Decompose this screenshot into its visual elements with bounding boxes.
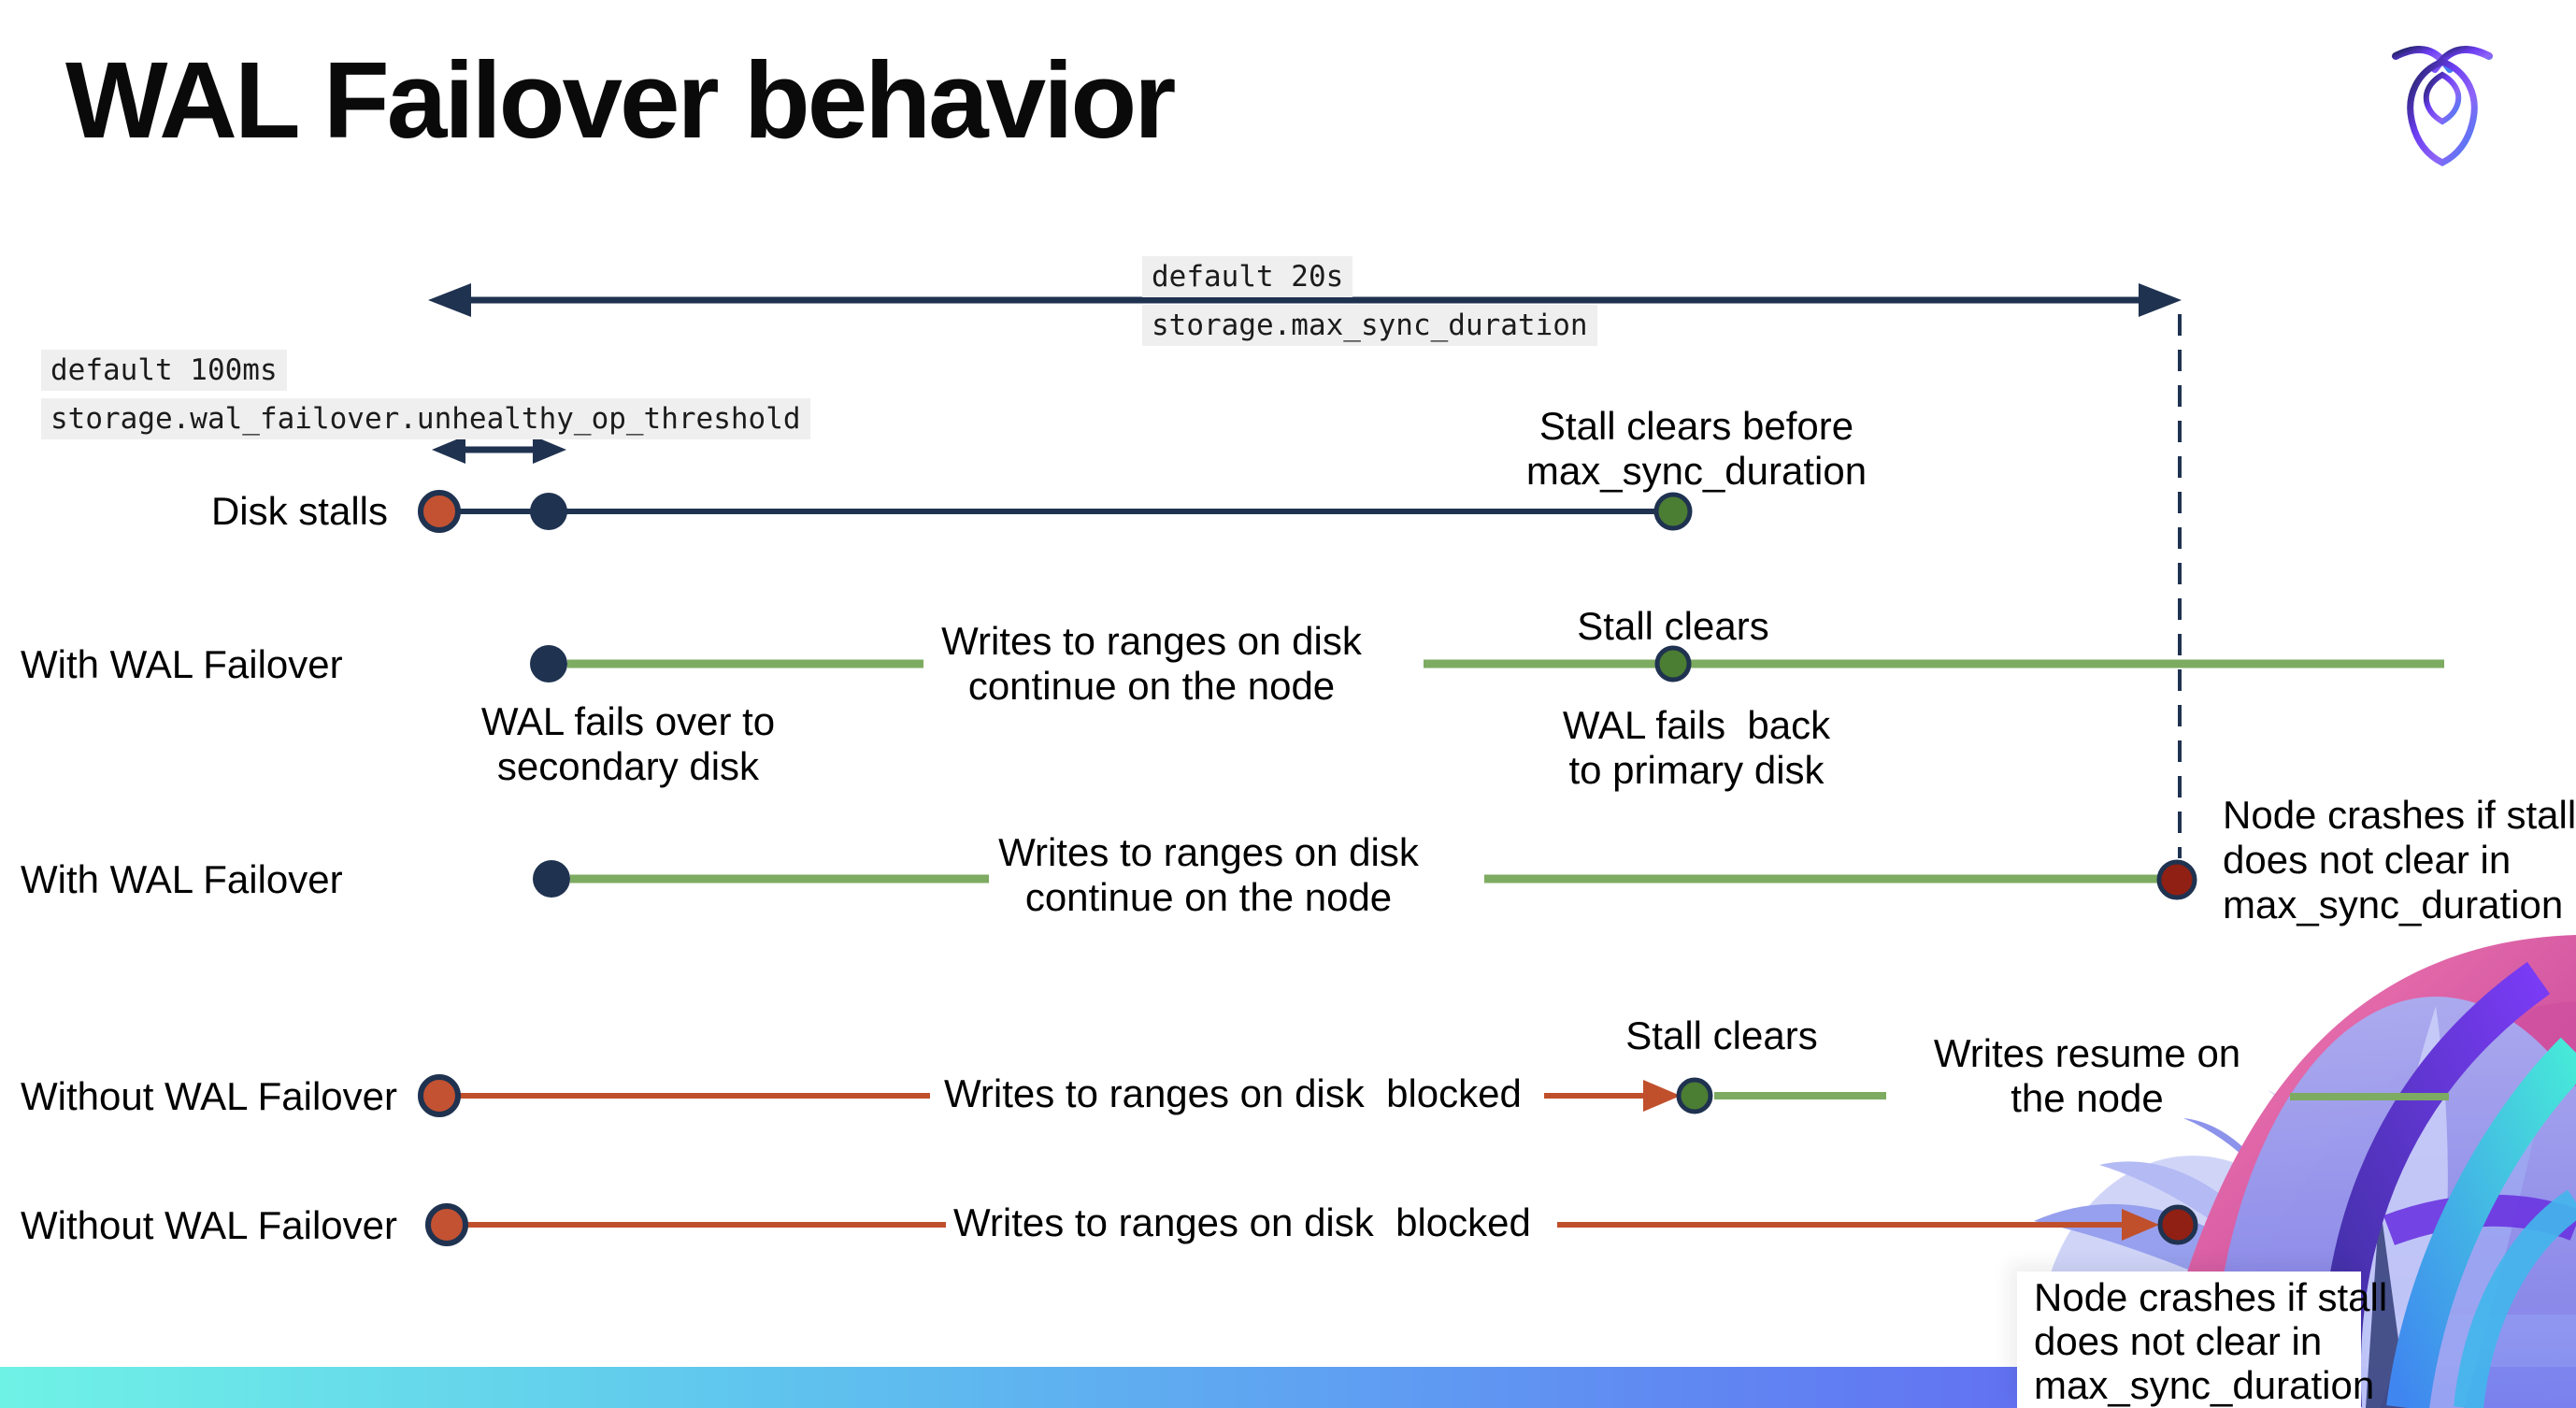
timeline-without-failover-crash <box>425 1203 2198 1246</box>
row-label-disk-stalls: Disk stalls <box>210 489 388 533</box>
page-title: WAL Failover behavior <box>65 39 1176 161</box>
writes-blocked-annotation-1: Writes to ranges on disk blocked <box>944 1071 1522 1115</box>
crash-dot <box>2157 1204 2198 1245</box>
unhealthy-op-threshold-arrow <box>432 436 566 464</box>
stall-clears-dot <box>1676 1077 1713 1114</box>
failover-threshold-dot <box>530 493 567 530</box>
timeline-with-failover-crash <box>533 859 2197 900</box>
node-crashes-callout-box: Node crashes if stall does not clear in … <box>2017 1272 2387 1408</box>
stall-clears-annotation-1: Stall clears <box>1577 604 1769 648</box>
failback-dot <box>1654 645 1692 682</box>
writes-continue-annotation-1: Writes to ranges on disk continue on the… <box>941 619 1362 708</box>
writes-resume-annotation: Writes resume on the node <box>1933 1031 2241 1120</box>
failover-dot <box>533 860 570 898</box>
writes-continue-annotation-2: Writes to ranges on disk continue on the… <box>998 830 1419 919</box>
row-label-without-wal-failover-2: Without WAL Failover <box>21 1203 397 1247</box>
timeline-with-failover-clears <box>530 645 2444 682</box>
timeline-without-failover-clears <box>418 1074 2449 1117</box>
node-crashes-annotation-2: Node crashes if stall does not clear in … <box>2034 1275 2388 1407</box>
max-sync-setting-label: storage.max_sync_duration <box>1142 305 1597 346</box>
failover-dot <box>530 645 567 682</box>
crash-dot <box>2156 859 2197 900</box>
row-label-with-wal-failover-2: With WAL Failover <box>21 857 343 901</box>
max-sync-duration-arrow <box>428 283 2182 317</box>
stall-start-dot <box>425 1203 468 1246</box>
stall-clears-annotation-2: Stall clears <box>1625 1013 1818 1057</box>
unhealthy-op-default-label: default 100ms <box>41 350 287 391</box>
stall-start-dot <box>418 1074 461 1117</box>
timeline-disk-stalls <box>418 490 1693 533</box>
row-label-without-wal-failover-1: Without WAL Failover <box>21 1074 397 1118</box>
unhealthy-op-setting-label: storage.wal_failover.unhealthy_op_thresh… <box>41 398 810 439</box>
node-crashes-annotation-1: Node crashes if stall does not clear in … <box>2223 793 2576 927</box>
wal-fails-over-annotation: WAL fails over to secondary disk <box>480 699 776 788</box>
max-sync-default-label: default 20s <box>1142 256 1353 297</box>
cockroachdb-logo-icon <box>2392 45 2493 166</box>
stall-start-dot <box>418 490 461 533</box>
wal-fails-back-annotation: WAL fails back to primary disk <box>1562 703 1831 792</box>
row-label-with-wal-failover-1: With WAL Failover <box>21 642 343 686</box>
writes-blocked-annotation-2: Writes to ranges on disk blocked <box>953 1200 1531 1244</box>
stall-clears-dot <box>1653 492 1693 531</box>
stall-clears-before-annotation: Stall clears before max_sync_duration <box>1525 404 1868 493</box>
